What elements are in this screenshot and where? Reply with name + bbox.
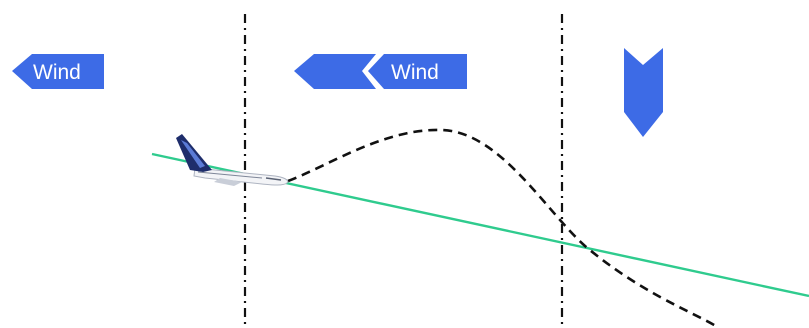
airliner-icon xyxy=(176,134,289,186)
down-chevron-arrow-icon xyxy=(624,48,663,137)
left-arrow-icon xyxy=(12,54,104,89)
left-arrow-icon xyxy=(294,54,376,89)
flight-trajectory-dashed xyxy=(287,128,717,328)
headwind-arrow-middle: Wind xyxy=(294,54,467,89)
left-chevron-arrow-icon xyxy=(368,54,467,89)
wind-label-left: Wind xyxy=(33,61,81,84)
headwind-arrow-left: Wind xyxy=(12,54,104,89)
wind-label-middle: Wind xyxy=(391,61,439,84)
